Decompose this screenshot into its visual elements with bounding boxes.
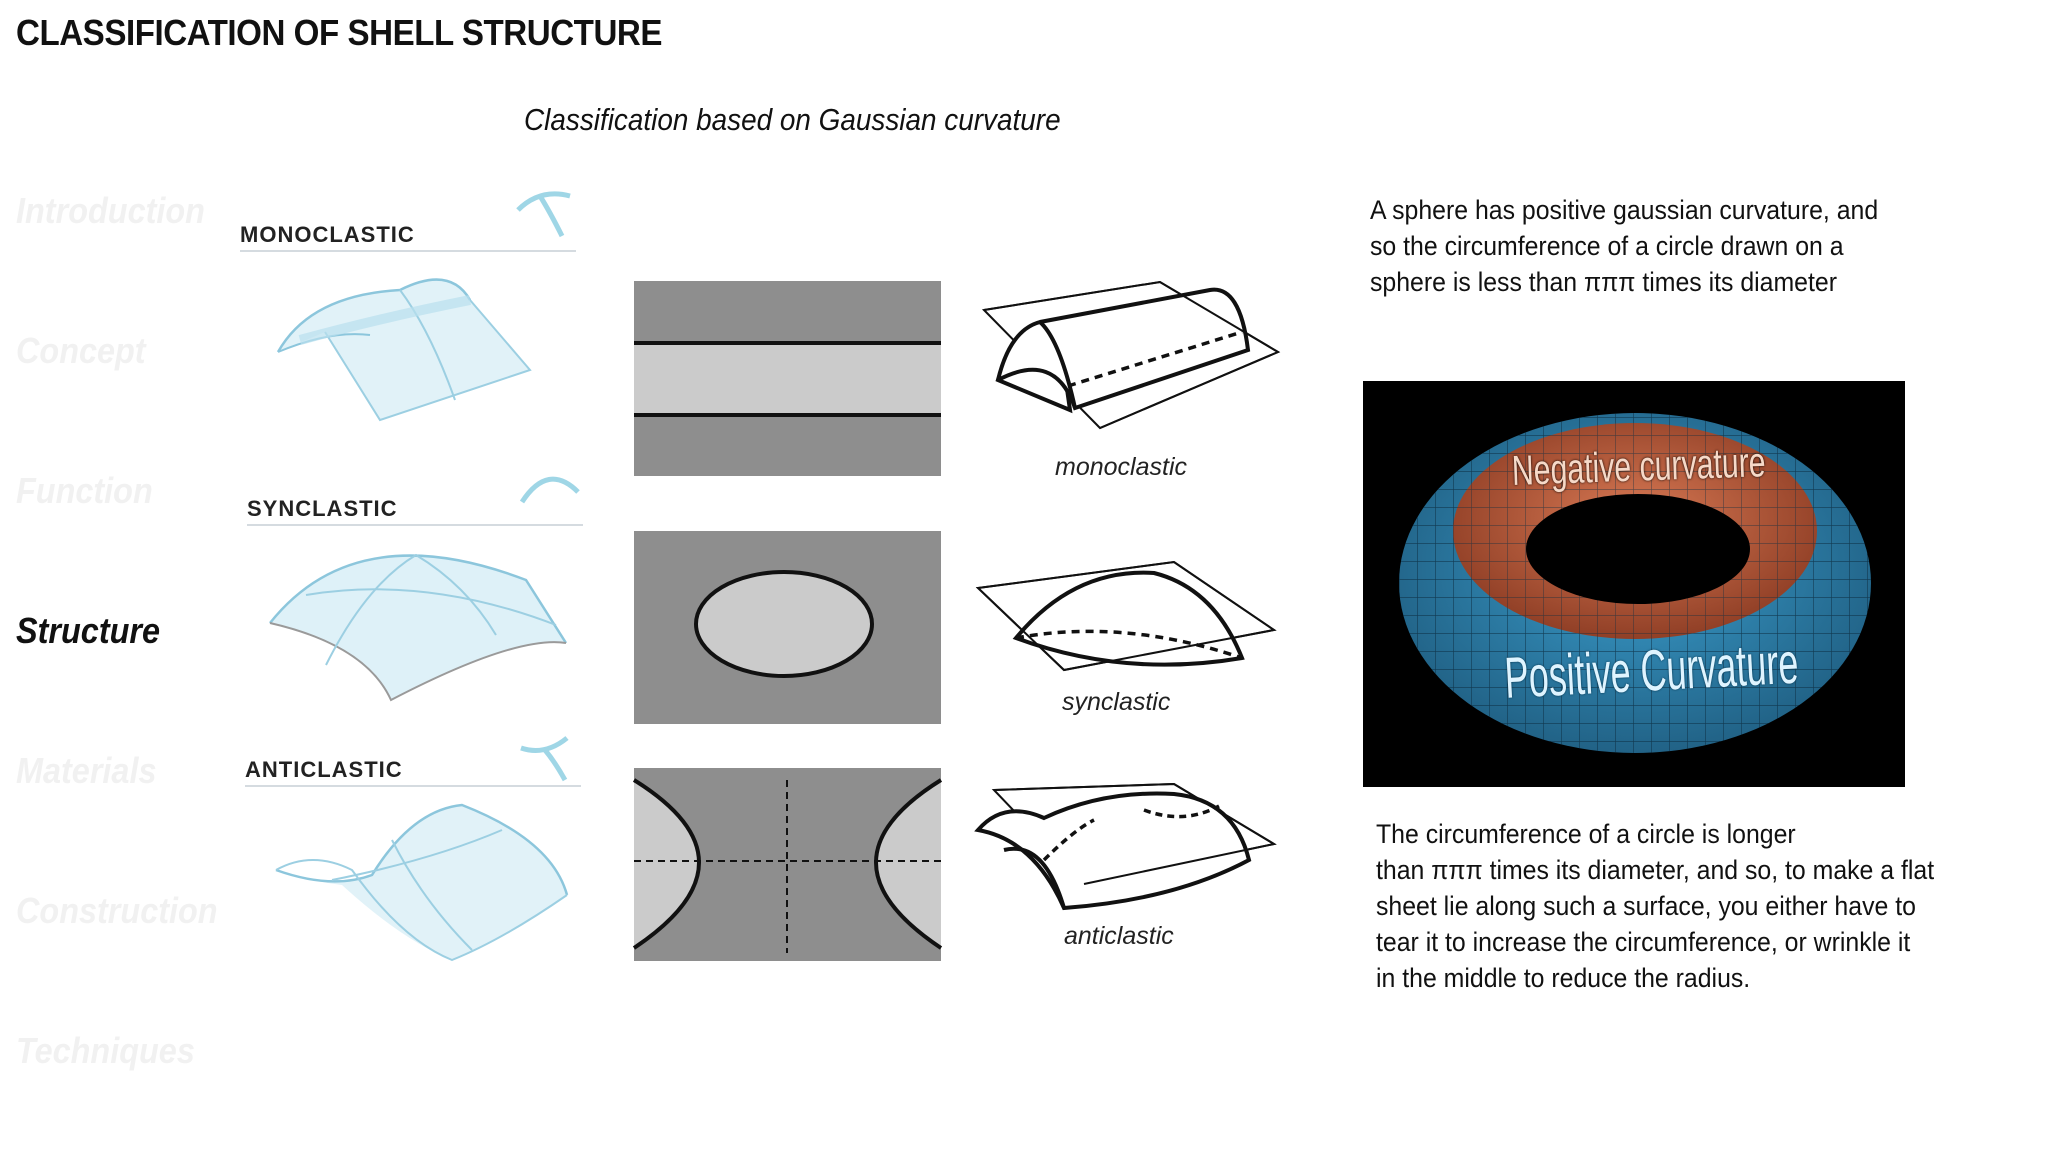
negative-curvature-label: Negative curvature	[1511, 438, 1767, 494]
nav-item-techniques[interactable]: Techniques	[16, 1030, 195, 1071]
anticlastic-thumb-icon	[520, 736, 569, 782]
monoclastic-plane-drawing	[981, 280, 1281, 430]
nav-item-introduction[interactable]: Introduction	[16, 190, 205, 231]
sphere-note: A sphere has positive gaussian curvature…	[1370, 192, 1878, 300]
monoclastic-shell-sketch	[276, 278, 532, 422]
saddle-note-line: tear it to increase the circumference, o…	[1376, 927, 1911, 957]
torus-graphic	[1399, 413, 1871, 753]
nav-item-structure[interactable]: Structure	[16, 610, 161, 651]
saddle-note-line: The circumference of a circle is longer	[1376, 819, 1796, 849]
anticlastic-caption: anticlastic	[1064, 922, 1174, 950]
nav-item-materials[interactable]: Materials	[16, 750, 157, 791]
synclastic-thumb-icon	[519, 476, 580, 504]
monoclastic-label: MONOCLASTIC	[240, 222, 415, 247]
anticlastic-rule	[245, 785, 581, 787]
anticlastic-label: ANTICLASTIC	[245, 757, 403, 782]
nav-item-construction[interactable]: Construction	[16, 890, 218, 931]
synclastic-rule	[247, 524, 583, 526]
synclastic-label: SYNCLASTIC	[247, 496, 398, 521]
monoclastic-thumb-icon	[516, 191, 571, 238]
anticlastic-plane-drawing	[974, 782, 1277, 911]
monoclastic-rule	[240, 250, 576, 252]
saddle-note: The circumference of a circle is longer …	[1376, 816, 1934, 996]
saddle-note-line: in the middle to reduce the radius.	[1376, 963, 1751, 993]
page-title: CLASSIFICATION OF SHELL STRUCTURE	[16, 12, 662, 53]
page-subtitle: Classification based on Gaussian curvatu…	[524, 102, 1061, 137]
torus-image: Negative curvature Positive Curvature	[1363, 381, 1905, 787]
nav-item-concept[interactable]: Concept	[16, 330, 146, 371]
synclastic-panel	[634, 531, 941, 724]
saddle-note-line: than πππ times its diameter, and so, to …	[1376, 855, 1935, 885]
anticlastic-panel	[632, 768, 943, 961]
monoclastic-caption: monoclastic	[1055, 453, 1187, 481]
nav-item-function[interactable]: Function	[16, 470, 153, 511]
sphere-note-line: sphere is less than πππ times its diamet…	[1370, 267, 1837, 297]
monoclastic-panel	[634, 281, 941, 476]
saddle-note-line: sheet lie along such a surface, you eith…	[1376, 891, 1916, 921]
sphere-note-line: A sphere has positive gaussian curvature…	[1370, 195, 1879, 225]
synclastic-shell-sketch	[269, 553, 568, 702]
sphere-note-line: so the circumference of a circle drawn o…	[1370, 231, 1844, 261]
synclastic-caption: synclastic	[1062, 688, 1171, 716]
synclastic-plane-drawing	[975, 560, 1277, 672]
anticlastic-shell-sketch	[275, 803, 569, 962]
